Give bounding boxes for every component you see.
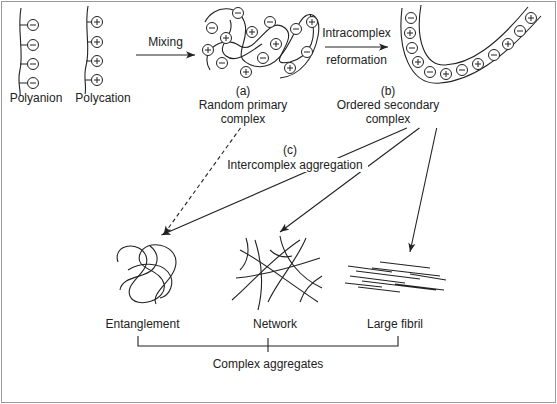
edge-label: Intracomplex reformation xyxy=(317,20,397,74)
fibril-aggregate: Large fibril xyxy=(345,252,445,330)
polyanion-chain xyxy=(19,8,39,96)
node-caption: Large fibril xyxy=(345,317,445,331)
step-caption: Intercomplex aggregation xyxy=(222,158,368,172)
primary-complex: (a)Random primary complex xyxy=(195,4,325,128)
flow-arrow xyxy=(325,46,388,47)
grouping-bracket xyxy=(138,336,398,352)
step-letter: (c) xyxy=(270,143,310,157)
secondary-complex: (b)Ordered secondary complex xyxy=(388,4,545,128)
edge-label: Mixing xyxy=(136,35,196,49)
node-caption: Polycation xyxy=(70,91,136,105)
random-primary-complex xyxy=(203,8,319,79)
flow-arrow xyxy=(162,128,407,235)
step-letter: (a) xyxy=(195,84,291,98)
polycation-chain xyxy=(85,6,103,94)
step-letter: (b) xyxy=(336,84,440,98)
entanglement-drawing xyxy=(117,245,176,304)
node-caption: Entanglement xyxy=(95,317,190,331)
ordered-secondary-complex xyxy=(401,5,541,83)
node-caption: Polyanion xyxy=(5,91,67,105)
entanglement-aggregate: Entanglement xyxy=(95,235,190,330)
polyanion-chain: Polyanion xyxy=(5,5,67,105)
flow-arrow xyxy=(136,54,195,55)
dashed-arrow xyxy=(163,128,240,235)
node-caption: Random primary complex xyxy=(195,98,291,126)
network-aggregate: Network xyxy=(225,232,325,330)
flow-arrow xyxy=(410,128,437,252)
network-drawing xyxy=(232,236,322,310)
node-caption: Network xyxy=(225,317,325,331)
polycation-chain: Polycation xyxy=(70,5,136,105)
group-caption: Complex aggregates xyxy=(198,357,338,371)
node-caption: Ordered secondary complex xyxy=(336,98,440,126)
flow-arrow xyxy=(280,128,419,232)
large-fibril-drawing xyxy=(345,262,446,292)
